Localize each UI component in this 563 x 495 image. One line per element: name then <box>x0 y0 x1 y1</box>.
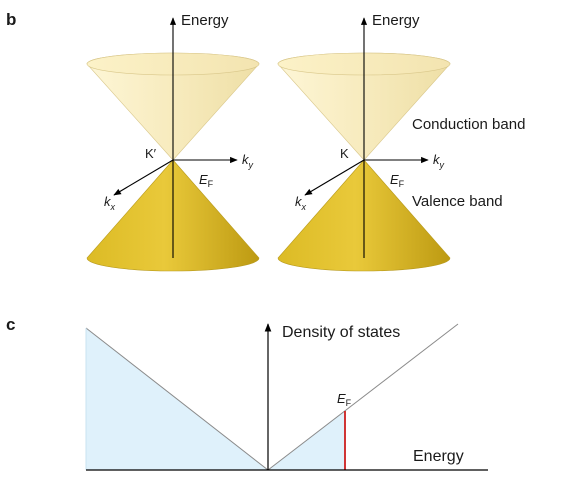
right-kx-label: kx <box>295 194 307 212</box>
left-dirac-cone: Energy K′ ky kx EF <box>86 12 260 272</box>
left-kx-axis <box>113 159 174 196</box>
panel-b-letter: b <box>6 10 16 29</box>
left-ef-label: EF <box>199 172 214 189</box>
right-energy-label: Energy <box>372 12 420 29</box>
fermi-level-label: EF <box>337 391 352 408</box>
right-ef-label: EF <box>390 172 405 189</box>
valence-band-label: Valence band <box>412 193 503 210</box>
right-ky-label: ky <box>433 152 445 170</box>
dos-line-left <box>85 327 269 471</box>
panel-c-letter: c <box>6 315 15 334</box>
density-of-states-plot: Density of states Energy EF <box>85 323 488 471</box>
conduction-band-label: Conduction band <box>412 116 525 133</box>
energy-axis-label: Energy <box>413 448 464 465</box>
dos-line-right <box>267 323 459 471</box>
left-energy-label: Energy <box>181 12 229 29</box>
right-kx-axis <box>304 159 365 196</box>
left-k-prime-label: K′ <box>145 146 157 161</box>
dos-axis-label: Density of states <box>282 324 400 341</box>
right-dirac-cone: Energy K ky kx EF <box>277 12 451 272</box>
left-kx-label: kx <box>104 194 116 212</box>
left-ky-label: ky <box>242 152 254 170</box>
right-k-label: K <box>340 146 349 161</box>
